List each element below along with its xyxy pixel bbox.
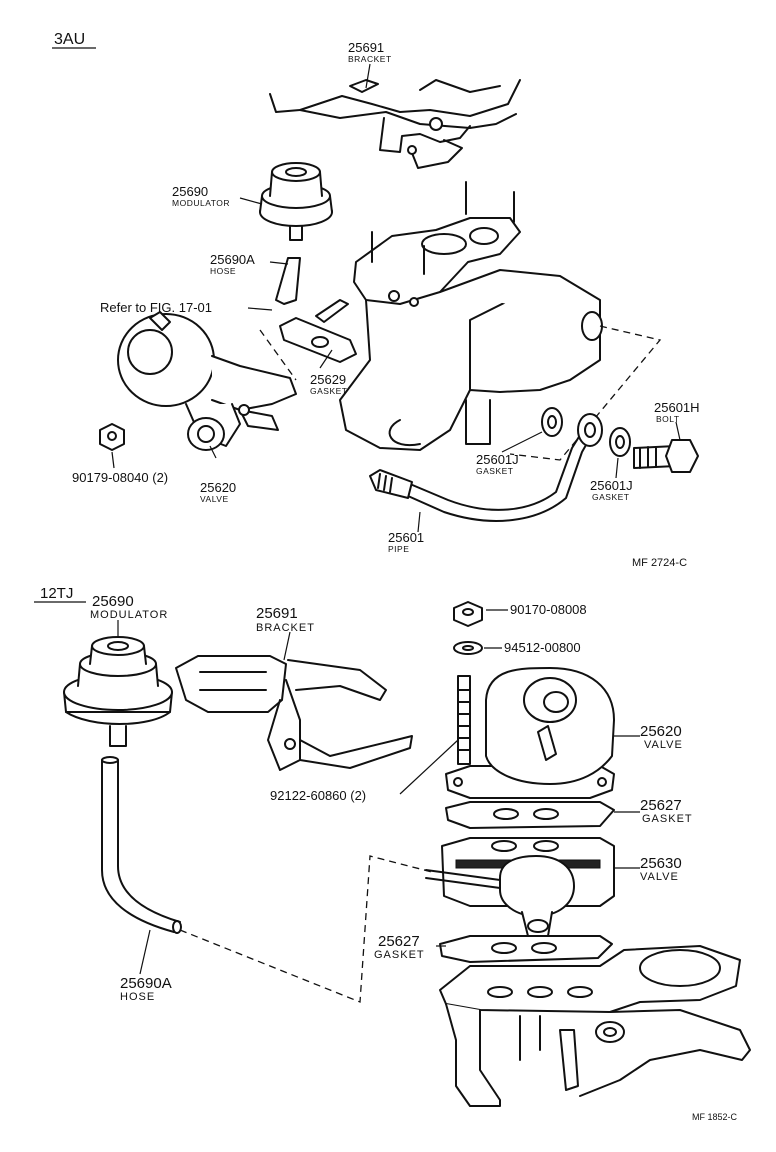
- part-number-25691-bottom: 25691: [256, 605, 298, 622]
- section-tag-12tj: 12TJ: [40, 585, 73, 602]
- part-number-25601: 25601: [388, 530, 424, 545]
- part-name-bolt: BOLT: [656, 414, 680, 424]
- part-number-90170-08008: 90170-08008: [510, 602, 587, 617]
- dashed-pipe-link: [509, 325, 662, 461]
- part-number-25620-bottom: 25620: [640, 723, 682, 740]
- part-number-90179-08040: 90179-08040 (2): [72, 470, 168, 485]
- part-number-25630: 25630: [640, 855, 682, 872]
- part-name-modulator-top: MODULATOR: [172, 198, 230, 208]
- figure-code-top: MF 2724-C: [632, 557, 687, 569]
- modulator-drawing: [259, 162, 333, 241]
- part-number-25690-bottom: 25690: [92, 593, 134, 610]
- part-name-gasket-j-left: GASKET: [476, 466, 513, 476]
- manifold-drawing-bottom: [439, 945, 751, 1107]
- pipe-drawing: [369, 413, 603, 522]
- dashed-hose-valve-link: [179, 855, 433, 1003]
- hose-long-drawing: [101, 756, 182, 934]
- stud-drawing: [457, 675, 471, 765]
- valve-drawing-top: [117, 311, 297, 451]
- part-number-25690-top: 25690: [172, 184, 208, 199]
- section-12tj: 12TJ 25690 MODULATOR 25690A HOSE: [34, 585, 751, 1122]
- part-name-valve-top: VALVE: [200, 494, 229, 504]
- part-name-modulator-bottom: MODULATOR: [90, 609, 168, 621]
- part-name-gasket-25629: GASKET: [310, 386, 347, 396]
- valve-drawing-bottom: [445, 667, 615, 799]
- part-number-25629: 25629: [310, 372, 346, 387]
- part-name-hose-bottom: HOSE: [120, 991, 155, 1003]
- part-number-25627-upper: 25627: [640, 797, 682, 814]
- gasket-upper-drawing: [445, 801, 615, 829]
- part-number-25601j-left: 25601J: [476, 452, 519, 467]
- part-name-valve-25630: VALVE: [640, 871, 679, 883]
- modulator-drawing-bottom: [63, 636, 173, 747]
- part-name-gasket-lower: GASKET: [374, 949, 425, 961]
- part-name-pipe: PIPE: [388, 544, 409, 554]
- bracket-drawing: [269, 79, 521, 169]
- section-tag-3au: 3AU: [54, 31, 85, 48]
- part-number-94512-00800: 94512-00800: [504, 640, 581, 655]
- part-name-bracket: BRACKET: [348, 54, 392, 64]
- part-number-25690a-top: 25690A: [210, 252, 255, 267]
- dashed-hose-link: [259, 329, 297, 381]
- valve-25630-drawing: [425, 837, 615, 937]
- part-number-25690a-bottom: 25690A: [120, 975, 172, 992]
- section-3au: 3AU 25691 BRACKET 25690 MODULATO: [52, 31, 700, 569]
- part-name-valve-bottom: VALVE: [644, 739, 683, 751]
- gasket-lower-drawing: [439, 935, 613, 963]
- part-name-gasket-j-right: GASKET: [592, 492, 629, 502]
- part-number-25601h: 25601H: [654, 400, 700, 415]
- bolt-drawing: [633, 439, 699, 473]
- part-name-bracket-bottom: BRACKET: [256, 622, 315, 634]
- bracket-drawing-bottom: [175, 655, 413, 771]
- part-name-gasket-upper: GASKET: [642, 813, 693, 825]
- part-number-25627-lower: 25627: [378, 933, 420, 950]
- refer-text: Refer to FIG. 17-01: [100, 300, 212, 315]
- part-number-25691: 25691: [348, 40, 384, 55]
- part-number-25620-top: 25620: [200, 480, 236, 495]
- manifold-drawing-top: [339, 181, 603, 451]
- part-number-92122-60860: 92122-60860 (2): [270, 788, 366, 803]
- hose-short-drawing: [275, 257, 301, 305]
- part-name-hose-top: HOSE: [210, 266, 236, 276]
- part-number-25601j-right: 25601J: [590, 478, 633, 493]
- figure-code-bottom: MF 1852-C: [692, 1112, 738, 1122]
